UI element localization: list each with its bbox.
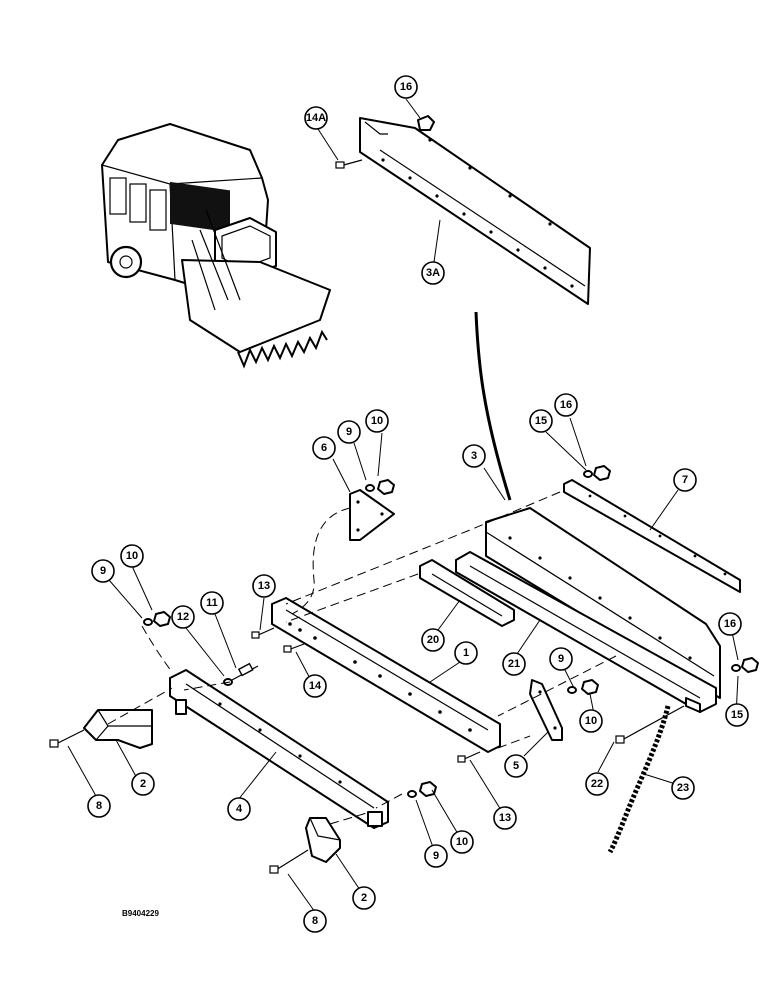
callouts: 16 14A 3A 16 15 3 7 10 9 6 10 9 13 11 12… <box>87 75 749 933</box>
callout: 9 <box>424 844 448 868</box>
svg-text:16: 16 <box>560 399 572 411</box>
svg-text:20: 20 <box>427 634 439 646</box>
svg-text:15: 15 <box>731 709 743 721</box>
callout: 16 <box>718 612 742 636</box>
svg-text:16: 16 <box>400 81 412 93</box>
callout: 14A <box>304 106 328 130</box>
panel-3a <box>335 115 591 305</box>
svg-text:9: 9 <box>346 426 352 438</box>
plate-6 <box>349 489 395 541</box>
svg-text:4: 4 <box>236 803 243 815</box>
callout: 11 <box>200 591 224 615</box>
svg-text:5: 5 <box>513 760 519 772</box>
svg-text:14A: 14A <box>306 112 326 124</box>
svg-text:21: 21 <box>508 658 520 670</box>
svg-text:3A: 3A <box>426 267 440 279</box>
svg-text:14: 14 <box>309 680 322 692</box>
panel-3 <box>485 507 721 699</box>
callout: 10 <box>365 409 389 433</box>
callout: 20 <box>421 628 445 652</box>
callout: 12 <box>171 605 195 629</box>
svg-text:2: 2 <box>361 892 367 904</box>
svg-text:11: 11 <box>206 597 218 609</box>
callout: 14 <box>303 674 327 698</box>
svg-text:10: 10 <box>585 715 597 727</box>
svg-text:6: 6 <box>321 442 327 454</box>
callout: 23 <box>671 776 695 800</box>
callout: 10 <box>579 709 603 733</box>
callout: 13 <box>252 574 276 598</box>
callout: 2 <box>352 886 376 910</box>
callout: 8 <box>87 794 111 818</box>
svg-text:7: 7 <box>682 474 688 486</box>
plate-5 <box>529 679 563 741</box>
svg-text:9: 9 <box>433 850 439 862</box>
rail-7 <box>563 479 741 593</box>
svg-text:8: 8 <box>96 800 102 812</box>
hardware <box>49 465 759 874</box>
svg-text:10: 10 <box>371 415 383 427</box>
callout: 7 <box>673 468 697 492</box>
svg-text:12: 12 <box>177 611 189 623</box>
svg-text:23: 23 <box>677 782 689 794</box>
figure-code: B9404229 <box>122 909 159 918</box>
callout: 9 <box>337 420 361 444</box>
callout: 13 <box>493 806 517 830</box>
svg-text:3: 3 <box>471 450 477 462</box>
svg-text:13: 13 <box>258 580 270 592</box>
callout: 16 <box>554 393 578 417</box>
svg-text:16: 16 <box>724 618 736 630</box>
bracket-2-bottom <box>305 817 341 863</box>
assembly-lines <box>107 491 617 825</box>
callout: 15 <box>529 409 553 433</box>
callout: 10 <box>120 544 144 568</box>
callout: 8 <box>303 909 327 933</box>
rail-21 <box>455 551 717 713</box>
svg-text:8: 8 <box>312 915 318 927</box>
callout: 6 <box>312 436 336 460</box>
svg-text:10: 10 <box>456 836 468 848</box>
svg-text:2: 2 <box>140 778 146 790</box>
callout: 22 <box>585 772 609 796</box>
svg-text:9: 9 <box>100 565 106 577</box>
callout: 4 <box>227 797 251 821</box>
machine-illustration <box>101 123 331 369</box>
bracket-2-left <box>83 709 153 749</box>
callout: 3A <box>421 261 445 285</box>
svg-text:15: 15 <box>535 415 547 427</box>
callout: 15 <box>725 703 749 727</box>
svg-text:9: 9 <box>558 653 564 665</box>
svg-text:13: 13 <box>499 812 511 824</box>
rail-4 <box>169 669 389 829</box>
svg-text:10: 10 <box>126 550 138 562</box>
callout: 9 <box>91 559 115 583</box>
svg-text:1: 1 <box>463 647 469 659</box>
callout: 2 <box>131 772 155 796</box>
callout: 3 <box>462 444 486 468</box>
callout: 21 <box>502 652 526 676</box>
callout: 10 <box>450 830 474 854</box>
channel-20 <box>419 559 515 627</box>
callout: 5 <box>504 754 528 778</box>
callout: 16 <box>394 75 418 99</box>
callout: 9 <box>549 647 573 671</box>
svg-text:22: 22 <box>591 778 603 790</box>
callout: 1 <box>454 641 478 665</box>
beam-1 <box>271 597 501 753</box>
